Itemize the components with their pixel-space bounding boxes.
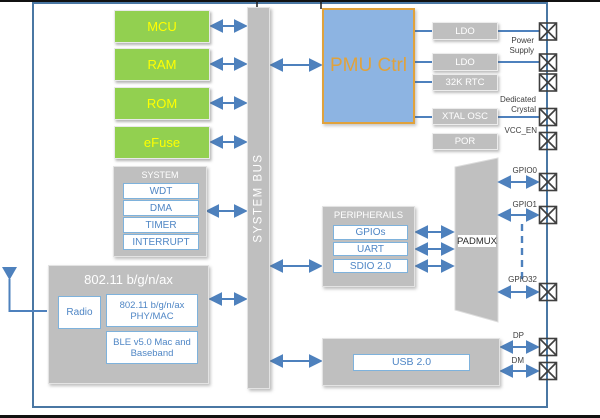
pin-power-supply-2 — [538, 53, 558, 72]
block-gpios: GPIOs — [333, 225, 408, 240]
block-ble: BLE v5.0 Mac and Baseband — [106, 331, 198, 364]
system-bus-label: SYSTEM BUS — [252, 153, 265, 243]
block-ldo-top: LDO — [432, 22, 498, 40]
pin-gpio1 — [538, 205, 558, 225]
label-gpio0: GPIO0 — [512, 166, 537, 175]
block-phy-mac: 802.11 b/g/n/ax PHY/MAC — [106, 294, 198, 327]
ble-line2: Baseband — [130, 347, 174, 359]
pin-gpio-last — [538, 282, 558, 302]
pin-usb-dm — [538, 361, 558, 381]
block-wdt: WDT — [123, 183, 199, 199]
antenna-feed-line — [8, 279, 47, 312]
system-bus-bar: SYSTEM BUS — [247, 7, 270, 389]
wifi-title: 802.11 b/g/n/ax — [84, 272, 173, 287]
block-mcu: MCU — [114, 10, 210, 43]
phy-line2: PHY/MAC — [130, 310, 174, 322]
padmux-label: PADMUX — [457, 235, 497, 247]
system-title: SYSTEM — [141, 170, 179, 180]
top-rule — [0, 0, 600, 2]
label-gpio1: GPIO1 — [512, 200, 537, 209]
pin-gpio0 — [538, 172, 558, 192]
block-radio: Radio — [58, 296, 101, 329]
block-interrupt: INTERRUPT — [123, 234, 199, 250]
ble-line1: BLE v5.0 Mac and — [113, 336, 191, 348]
label-gpio-last: GPIO32 — [508, 275, 537, 284]
block-efuse: eFuse — [114, 126, 210, 159]
block-sdio: SDIO 2.0 — [333, 259, 408, 273]
block-pmu-ctrl: PMU Ctrl — [322, 8, 415, 124]
pin-usb-dp — [538, 337, 558, 357]
bottom-rule — [0, 415, 600, 418]
block-32k-rtc: 32K RTC — [432, 74, 498, 91]
antenna-icon — [2, 267, 17, 280]
label-dedicated-crystal: Dedicated Crystal — [499, 95, 536, 114]
block-xtal-osc: XTAL OSC — [432, 108, 498, 125]
block-timer: TIMER — [123, 217, 199, 233]
pin-vcc-en — [538, 131, 558, 151]
block-rom: ROM — [114, 87, 210, 120]
block-dma: DMA — [123, 200, 199, 216]
pin-crystal — [538, 107, 558, 127]
pin-power-supply-1 — [538, 22, 558, 41]
peripherals-title: PERIPHERAILS — [333, 210, 404, 221]
phy-line1: 802.11 b/g/n/ax — [119, 299, 185, 311]
label-vcc-en: VCC_EN — [504, 126, 537, 135]
label-usb-dm: DM — [511, 356, 524, 365]
block-uart: UART — [333, 242, 408, 256]
block-usb: USB 2.0 — [353, 354, 470, 371]
label-usb-dp: DP — [512, 331, 524, 340]
label-power-supply: Power Supply — [509, 36, 534, 55]
block-por: POR — [432, 133, 498, 150]
chip-boundary — [32, 2, 548, 408]
block-ldo: LDO — [432, 53, 498, 71]
block-ram: RAM — [114, 48, 210, 81]
pin-rtc — [538, 73, 558, 92]
